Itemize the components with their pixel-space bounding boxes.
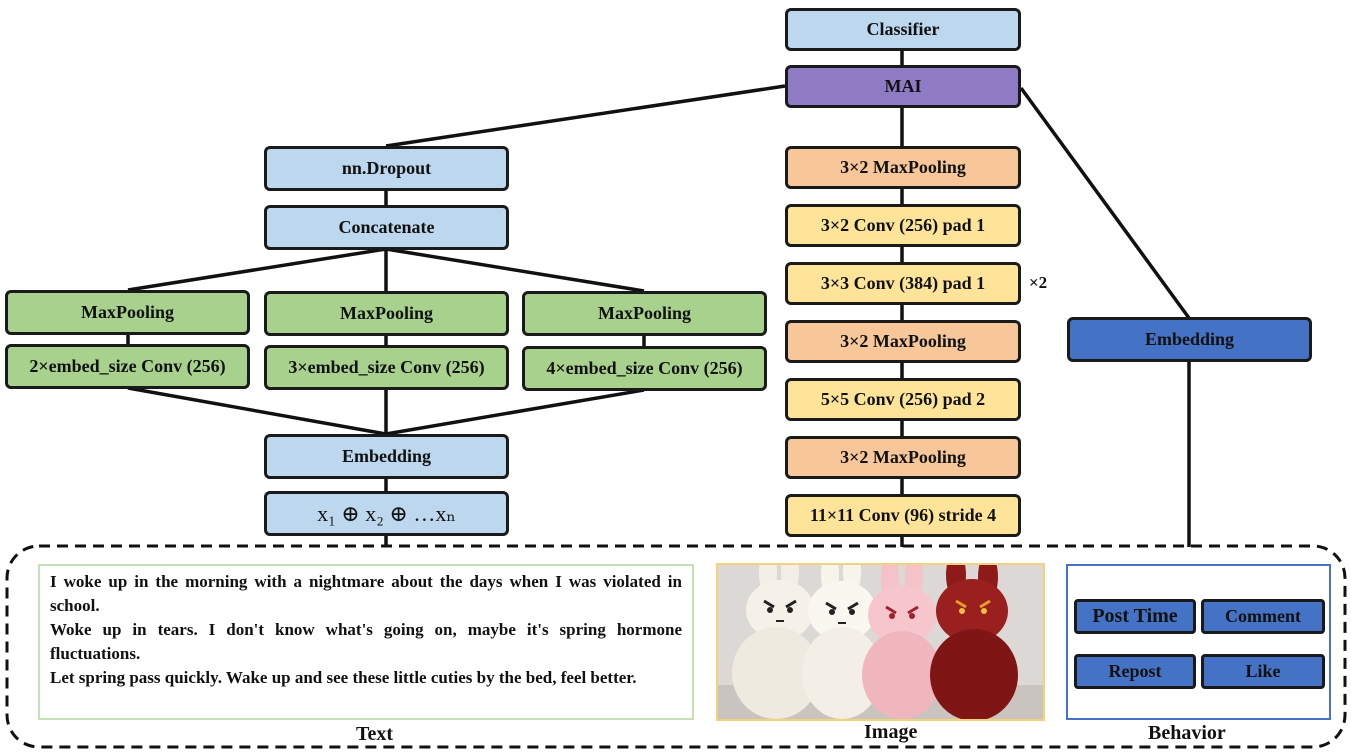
input-formula-block: x₁ ⊕ x₂ ⊕ …xₙ [264,491,509,536]
text-paragraph: Woke up in tears. I don't know what's go… [50,620,682,663]
plush-bunnies-photo [718,565,1043,719]
behavior-embedding-block: Embedding [1067,317,1312,362]
red-bunny [930,565,1018,719]
like-button[interactable]: Like [1201,654,1325,689]
dropout-block: nn.Dropout [264,146,509,191]
image-maxpool-2: 3×2 MaxPooling [785,320,1021,363]
image-conv-256-pad2: 5×5 Conv (256) pad 2 [785,378,1021,421]
image-conv-96-stride4: 11×11 Conv (96) stride 4 [785,494,1021,537]
mai-block: MAI [785,65,1021,108]
image-conv-256-pad1: 3×2 Conv (256) pad 1 [785,204,1021,247]
concatenate-block: Concatenate [264,205,509,250]
text-paragraph: I woke up in the morning with a nightmar… [50,572,682,615]
conv-block-2x: 2×embed_size Conv (256) [5,344,250,389]
image-maxpool-1: 3×2 MaxPooling [785,436,1021,479]
behavior-label: Behavior [1148,722,1226,744]
pink-bunny [862,565,942,719]
white-bunny-2 [802,565,882,719]
image-label: Image [864,721,918,743]
white-bunny-1 [732,565,820,719]
text-embedding-block: Embedding [264,434,509,479]
conv-block-4x: 4×embed_size Conv (256) [522,346,767,391]
post-time-button[interactable]: Post Time [1074,599,1196,634]
behavior-input-panel: Post Time Comment Repost Like [1066,564,1331,720]
repost-button[interactable]: Repost [1074,654,1196,689]
image-input-panel [716,563,1045,721]
text-paragraph: Let spring pass quickly. Wake up and see… [50,668,637,687]
classifier-block: Classifier [785,8,1021,51]
maxpool-block-3: MaxPooling [522,291,767,336]
comment-button[interactable]: Comment [1201,599,1325,634]
text-label: Text [356,723,394,745]
text-input-panel: I woke up in the morning with a nightmar… [38,564,694,720]
conv-block-3x: 3×embed_size Conv (256) [264,345,509,390]
image-maxpool-3: 3×2 MaxPooling [785,146,1021,189]
image-conv-384-pad1: 3×3 Conv (384) pad 1 [785,262,1021,305]
repeat-marker: ×2 [1029,273,1048,292]
maxpool-block-1: MaxPooling [5,290,250,335]
maxpool-block-2: MaxPooling [264,291,509,336]
input-container-border [5,544,1347,749]
